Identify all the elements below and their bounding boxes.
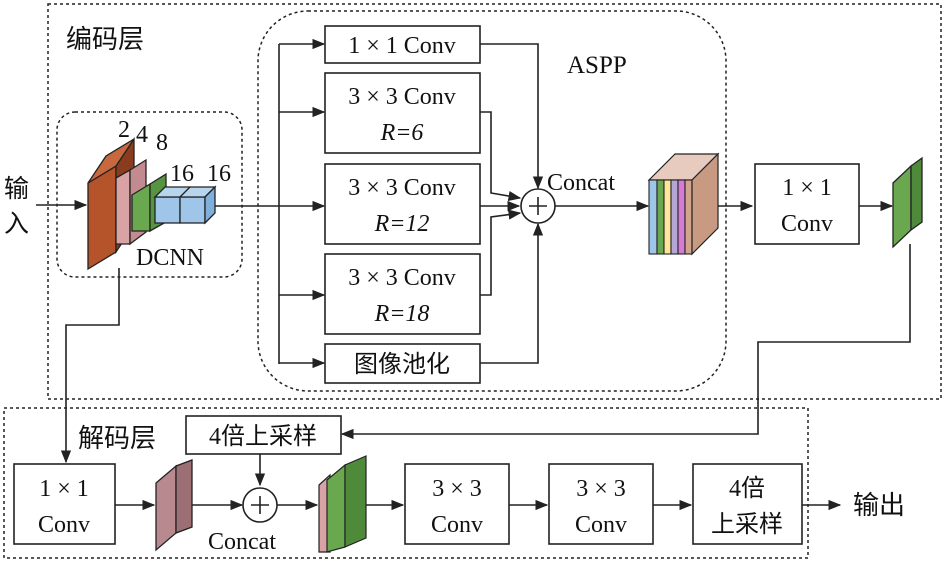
decoder-conv3x3-b-line1: 3 × 3	[576, 476, 626, 502]
dcnn-number-16b: 16	[207, 161, 231, 187]
decoder-final-upsample-line2: 上采样	[711, 511, 783, 538]
aspp-branch-rate6-conv: 3 × 3 Conv	[348, 84, 456, 110]
decoder-conv3x3-b-line2: Conv	[575, 512, 627, 538]
dcnn-label: DCNN	[136, 245, 204, 271]
aspp-branch-image-pooling: 图像池化	[324, 343, 481, 384]
aspp-branch-1x1-label: 1 × 1 Conv	[348, 33, 456, 59]
decoder-conv1x1-box: 1 × 1 Conv	[13, 463, 116, 545]
aspp-branch-rate12: 3 × 3 Conv R=12	[324, 163, 481, 245]
decoder-final-upsample-line1: 4倍	[729, 475, 765, 502]
input-label-1: 输	[4, 175, 29, 203]
aspp-feature-stack	[647, 152, 720, 256]
dcnn-number-2: 2	[118, 117, 130, 143]
input-label-2: 入	[4, 211, 29, 238]
feature-map-pink	[115, 168, 131, 245]
encoder-conv1x1-line1: 1 × 1	[782, 175, 832, 201]
aspp-branch-rate6-rate: R=6	[380, 120, 424, 146]
decoder-conv3x3-a-line2: Conv	[431, 512, 483, 538]
decoder-concat-node	[242, 487, 278, 523]
decoder-title: 解码层	[78, 424, 156, 453]
branch1-to-concat	[480, 43, 544, 190]
dcnn-number-8: 8	[156, 130, 168, 156]
aspp-branch-rate18: 3 × 3 Conv R=18	[324, 253, 481, 335]
dcnn-frame	[56, 111, 243, 278]
aspp-branch-rate18-conv: 3 × 3 Conv	[348, 265, 456, 291]
decoder-lowlevel-feature-map	[155, 459, 193, 552]
encoder-conv1x1-line2: Conv	[781, 211, 833, 237]
decoder-concat-label: Concat	[208, 529, 276, 555]
decoder-conv3x3-a-box: 3 × 3 Conv	[404, 463, 510, 545]
encoder-title: 编码层	[66, 25, 144, 54]
decoder-frame	[3, 407, 809, 559]
aspp-branch-rate12-conv: 3 × 3 Conv	[348, 175, 456, 201]
branch2-to-concat	[480, 111, 522, 202]
dcnn-number-16a: 16	[170, 161, 194, 187]
branch4-to-concat	[480, 209, 522, 296]
aspp-branch-rate6: 3 × 3 Conv R=6	[324, 72, 481, 154]
feature-map-blue-2	[179, 196, 206, 224]
aspp-title: ASPP	[567, 52, 627, 79]
decoder-upsample-label: 4倍上采样	[209, 423, 317, 450]
low-level-skip-arrow	[60, 268, 120, 464]
decoder-final-upsample-box: 4倍 上采样	[692, 463, 803, 545]
output-label: 输出	[853, 491, 905, 520]
decoder-conv3x3-a-line1: 3 × 3	[432, 476, 482, 502]
encoder-conv1x1-box: 1 × 1 Conv	[754, 163, 860, 245]
dcnn-number-4: 4	[136, 122, 148, 148]
aspp-branch-1x1: 1 × 1 Conv	[324, 25, 481, 64]
feature-map-brown	[87, 164, 117, 271]
aspp-branch-rate18-rate: R=18	[374, 301, 430, 327]
decoder-concat-feature-map	[318, 455, 367, 553]
encoder-to-decoder-arrow	[340, 244, 911, 440]
aspp-concat-node	[520, 188, 556, 224]
decoder-conv3x3-b-box: 3 × 3 Conv	[548, 463, 654, 545]
branch5-to-concat	[480, 222, 544, 364]
aspp-image-pooling-label: 图像池化	[354, 351, 450, 378]
encoder-output-feature-map	[892, 156, 923, 249]
decoder-conv1x1-line1: 1 × 1	[39, 476, 89, 502]
decoder-conv1x1-line2: Conv	[38, 512, 90, 538]
decoder-upsample-box: 4倍上采样	[185, 415, 342, 455]
aspp-concat-label: Concat	[547, 170, 615, 196]
dcnn-feature-maps	[87, 136, 217, 271]
feature-map-blue-1	[154, 196, 181, 224]
encoder-frame	[47, 3, 942, 400]
aspp-branch-rate12-rate: R=12	[374, 211, 430, 237]
